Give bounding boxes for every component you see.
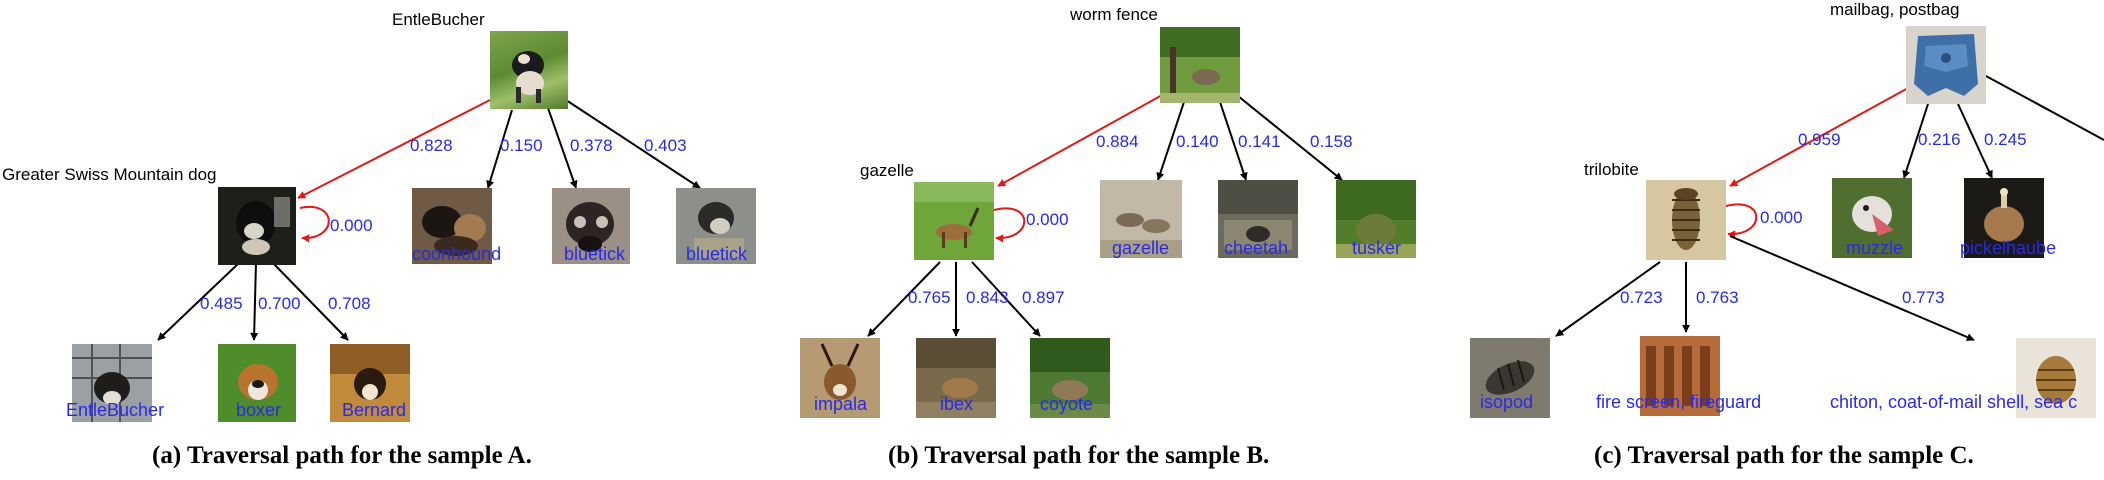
edge-b-child-l1 [867,261,941,337]
panel-a-class-l3: Bernard [342,400,407,420]
panel-a-class-l1: EntleBucher [66,400,165,420]
panel-c-child-label: trilobite [1584,160,1639,179]
panel-c-root-label: mailbag, postbag [1830,0,1960,19]
panel-c-class-s2: pickelhaube [1960,238,2057,258]
panel-b-child-image [914,182,994,260]
panel-b-weight-self-loop: 0.000 [1026,210,1069,229]
panel-a-weight-child-l2: 0.700 [258,294,301,313]
panel-b-l3-image [1030,338,1110,418]
panel-a-child-label: Greater Swiss Mountain dog [2,165,217,184]
panel-c-class-s1: muzzle [1846,238,1904,258]
panel-c-l3-image [2016,338,2096,418]
panel-b-weight-root-s1: 0.140 [1176,132,1219,151]
panel-a-weight-root-s2: 0.378 [570,136,613,155]
panel-a-root-image [490,31,568,109]
edge-a-root-s3 [565,99,701,189]
edge-c-root-s2 [1957,103,1993,179]
edge-b-self-loop [993,207,1026,243]
panel-b-l1-image [800,338,880,418]
panel-c-weight-root-s1: 0.216 [1918,130,1961,149]
panel-b-s1-image [1100,180,1182,258]
panel-c-caption: (c) Traversal path for the sample C. [1594,442,1974,469]
panel-a-s3-image [676,188,756,264]
edge-c-child-l3 [1729,235,1975,341]
panel-b-class-l2: ibex [940,394,974,414]
panel-b-class-l1: impala [814,394,868,414]
panel-a-l1-image [72,344,152,422]
edge-a-child-l1 [157,261,241,341]
panel-b-weight-root-s2: 0.141 [1238,132,1281,151]
panel-c-weight-child-l1: 0.723 [1620,288,1663,307]
panel-c-weight-root-s2: 0.245 [1984,130,2027,149]
panel-c-weight-root-child: 0.959 [1798,130,1841,149]
panel-b-class-s3: tusker [1352,238,1402,258]
panel-b-weight-child-l3: 0.897 [1022,288,1065,307]
panel-b-root-image [1160,27,1240,103]
panel-b-class-l3: coyote [1040,394,1094,414]
panel-c-l1-image [1470,338,1550,418]
panel-b-weight-root-s3: 0.158 [1310,132,1353,151]
panel-c-s1-image [1832,178,1912,258]
panel-b-child-label: gazelle [860,161,914,180]
panel-a-weight-child-l3: 0.708 [328,294,371,313]
edge-c-self-loop [1725,203,1758,239]
panel-a-class-s2: bluetick [564,244,626,264]
panel-a-weight-root-child: 0.828 [410,136,453,155]
panel-c-class-l3: chiton, coat-of-mail shell, sea c [1830,392,2078,412]
panel-b-weight-child-l2: 0.843 [966,288,1009,307]
panel-c-class-l2: fire screen, fireguard [1596,392,1762,412]
edge-a-child-l2 [250,261,259,341]
panel-c-weight-child-l3: 0.773 [1902,288,1945,307]
edge-a-self-loop [299,205,330,243]
edge-c-root-s1 [1902,103,1929,179]
panel-a-weight-child-l1: 0.485 [200,294,243,313]
panel-a-l3-image [330,344,410,422]
panel-a-root-label: EntleBucher [392,10,485,29]
panel-c-child-image [1646,180,1726,260]
panel-a-weight-root-s3: 0.403 [644,136,687,155]
edge-a-root-s2 [547,107,578,189]
edge-a-child-l3 [271,261,349,341]
panel-c-weight-child-l2: 0.763 [1696,288,1739,307]
panel-a-class-s1: coonhound [412,244,502,264]
edge-a-root-child [297,99,491,199]
panel-a-child-image [218,187,296,265]
edge-c-root-child [1729,87,1909,187]
edge-b-root-s1 [1156,101,1185,181]
panel-b-s2-image [1218,180,1298,258]
panel-b-weight-child-l1: 0.765 [908,288,951,307]
panel-b-weight-root-child: 0.884 [1096,132,1139,151]
panel-b-root-label: worm fence [1070,5,1158,24]
panel-b-s3-image [1336,180,1416,258]
panel-a-caption: (a) Traversal path for the sample A. [152,442,532,469]
panel-b-caption: (b) Traversal path for the sample B. [888,442,1270,469]
panel-c-class-l1: isopod [1480,392,1534,412]
panel-a-s2-image [552,188,630,264]
panel-a-l2-image [218,344,296,422]
panel-a-class-s3: bluetick [686,244,748,264]
panel-a-weight-root-s1: 0.150 [500,136,543,155]
panel-c-s2-image [1964,178,2044,258]
panel-c-root-image [1906,26,1986,104]
edge-a-root-s1 [486,109,513,189]
panel-b-l2-image [916,338,996,418]
edge-b-root-s2 [1219,101,1248,181]
edge-c-root-offscreen [1985,75,2104,141]
panel-a-s1-image [412,188,492,264]
panel-c-l2-image [1640,336,1720,416]
panel-a-class-l2: boxer [236,400,282,420]
edge-c-child-l1 [1555,261,1661,337]
edge-b-root-child [997,93,1165,187]
edge-b-child-l3 [971,261,1041,337]
panel-b-class-s1: gazelle [1112,238,1170,258]
edge-b-root-s3 [1237,95,1343,181]
panel-b-class-s2: cheetah [1224,238,1289,258]
panel-a-weight-self-loop: 0.000 [330,216,373,235]
panel-c-weight-self-loop: 0.000 [1760,208,1803,227]
